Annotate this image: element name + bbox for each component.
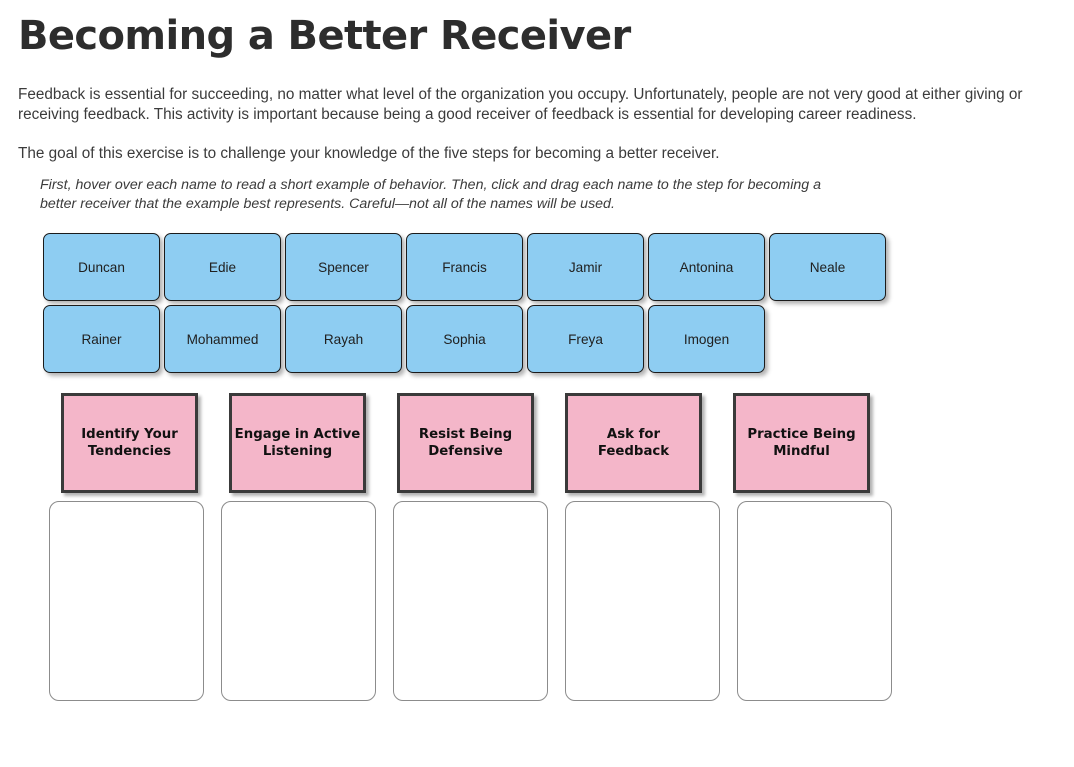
dropzone[interactable] (221, 501, 376, 702)
name-tile[interactable]: Rainer (43, 305, 160, 374)
name-tile[interactable]: Duncan (43, 233, 160, 302)
name-tile[interactable]: Spencer (285, 233, 402, 302)
name-tile-row-2: Rainer Mohammed Rayah Sophia Freya Imoge… (43, 305, 913, 374)
dropzone[interactable] (49, 501, 204, 702)
name-tile[interactable]: Freya (527, 305, 644, 374)
name-tile-bank: Duncan Edie Spencer Francis Jamir Antoni… (43, 233, 913, 374)
intro-paragraph: Feedback is essential for succeeding, no… (18, 85, 1023, 124)
page-title: Becoming a Better Receiver (18, 13, 631, 59)
name-tile[interactable]: Antonina (648, 233, 765, 302)
name-tile[interactable]: Imogen (648, 305, 765, 374)
name-tile[interactable]: Mohammed (164, 305, 281, 374)
dropzone-row (49, 501, 1056, 702)
name-tile[interactable]: Neale (769, 233, 886, 302)
name-tile[interactable]: Rayah (285, 305, 402, 374)
dropzone[interactable] (737, 501, 892, 702)
name-tile-row-1: Duncan Edie Spencer Francis Jamir Antoni… (43, 233, 913, 302)
activity-page: Becoming a Better Receiver Feedback is e… (18, 13, 1056, 702)
dropzone[interactable] (393, 501, 548, 702)
name-tile[interactable]: Jamir (527, 233, 644, 302)
name-tile[interactable]: Sophia (406, 305, 523, 374)
dropzone[interactable] (565, 501, 720, 702)
name-tile[interactable]: Edie (164, 233, 281, 302)
goal-paragraph: The goal of this exercise is to challeng… (18, 144, 720, 162)
instruction-paragraph: First, hover over each name to read a sh… (40, 177, 821, 213)
name-tile[interactable]: Francis (406, 233, 523, 302)
